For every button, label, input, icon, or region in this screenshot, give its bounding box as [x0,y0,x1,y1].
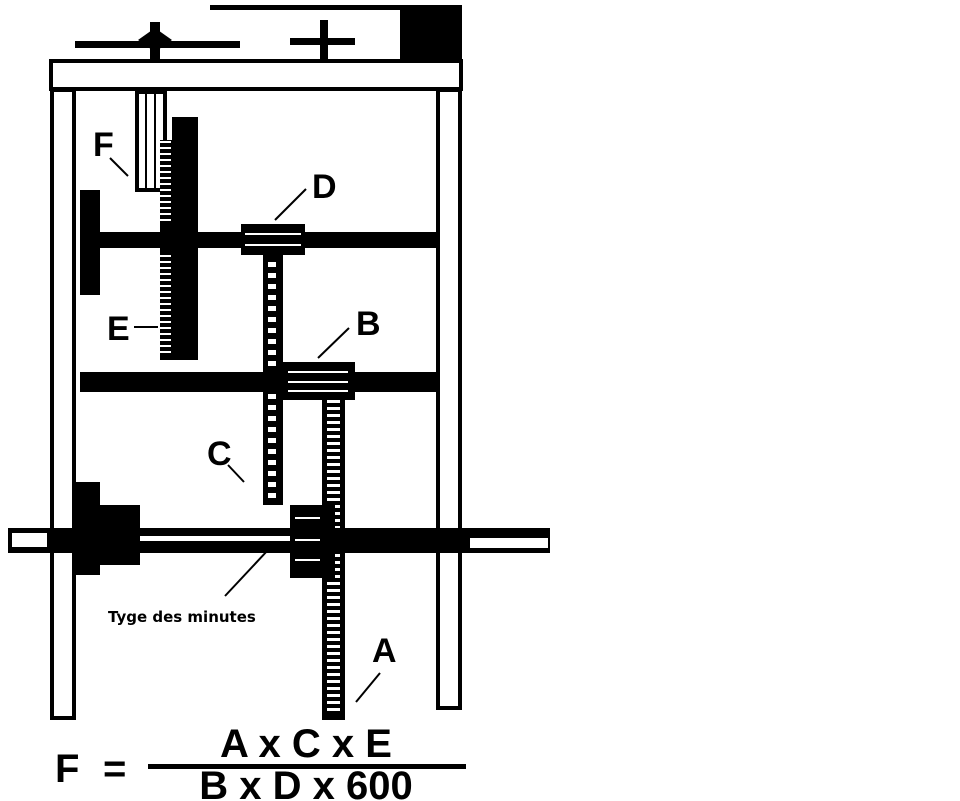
formula-lhs: F [55,747,79,791]
pinion-b [282,362,355,400]
frame-right-pillar [436,88,462,710]
gear-ratio-formula: F = A x C x E B x D x 600 [55,722,466,801]
fraction-bar [148,764,466,769]
formula-denominator: B x D x 600 [199,764,412,801]
formula-equals: = [103,747,126,791]
frame-top-plate [49,59,463,91]
formula-numerator: A x C x E [220,722,392,766]
label-f: F [93,126,114,164]
pinion-d [241,224,305,255]
minute-shaft [8,482,550,578]
label-e: E [107,310,130,348]
frame-left-pillar [50,88,76,720]
left-disc [80,190,100,295]
label-c: C [207,435,232,473]
label-b: B [356,305,381,343]
caption-minute-shaft: Tyge des minutes [108,608,256,626]
label-d: D [312,168,337,206]
shaft-b [80,372,438,392]
leader-lines [109,157,381,703]
label-a: A [372,632,397,670]
top-mechanism [75,5,462,60]
